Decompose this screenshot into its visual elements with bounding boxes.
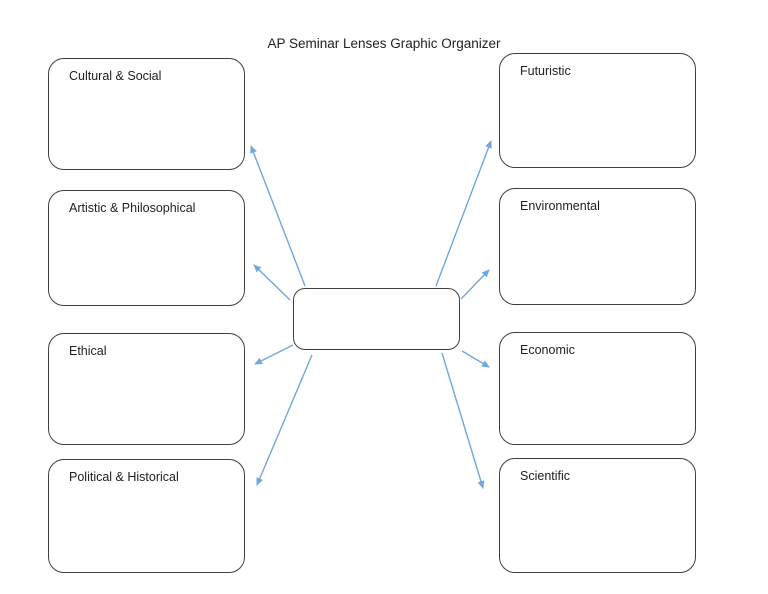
lens-box-political-historical[interactable]: Political & Historical bbox=[48, 459, 245, 573]
lens-label: Ethical bbox=[69, 344, 107, 358]
page-title: AP Seminar Lenses Graphic Organizer bbox=[267, 36, 501, 51]
lens-box-cultural-social[interactable]: Cultural & Social bbox=[48, 58, 245, 170]
lens-box-futuristic[interactable]: Futuristic bbox=[499, 53, 696, 168]
lens-label: Political & Historical bbox=[69, 470, 179, 484]
lens-label: Scientific bbox=[520, 469, 571, 483]
lens-label: Futuristic bbox=[520, 64, 571, 78]
arrow-to-artistic-philosophical bbox=[253, 264, 291, 301]
lens-label: Economic bbox=[520, 343, 575, 357]
arrow-to-cultural-social bbox=[250, 145, 306, 287]
center-topic-box[interactable] bbox=[293, 288, 460, 350]
lens-label: Artistic & Philosophical bbox=[69, 201, 196, 215]
lens-box-artistic-philosophical[interactable]: Artistic & Philosophical bbox=[48, 190, 245, 306]
lens-label: Environmental bbox=[520, 199, 600, 213]
lens-box-environmental[interactable]: Environmental bbox=[499, 188, 696, 305]
arrow-to-ethical bbox=[254, 344, 294, 365]
arrow-to-environmental bbox=[460, 269, 490, 300]
lens-box-economic[interactable]: Economic bbox=[499, 332, 696, 445]
arrow-to-scientific bbox=[441, 352, 485, 489]
arrow-to-economic bbox=[461, 350, 490, 368]
lens-box-scientific[interactable]: Scientific bbox=[499, 458, 696, 573]
lens-label: Cultural & Social bbox=[69, 69, 162, 83]
lens-box-ethical[interactable]: Ethical bbox=[48, 333, 245, 445]
arrow-to-futuristic bbox=[435, 140, 492, 287]
arrow-to-political-historical bbox=[256, 354, 313, 486]
